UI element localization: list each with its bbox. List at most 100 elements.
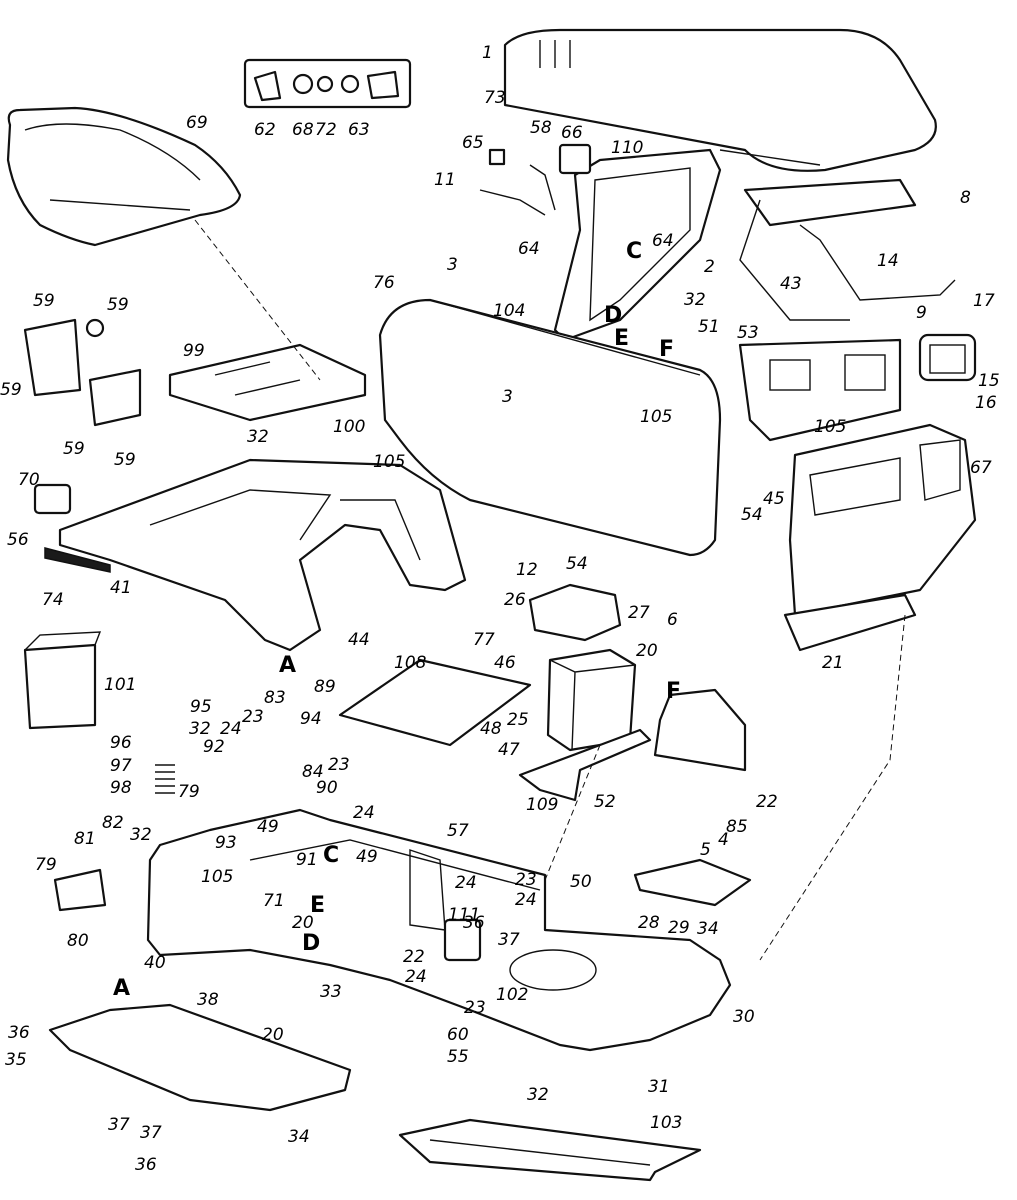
callout-4: 4 xyxy=(718,830,729,850)
callout-94: 93 xyxy=(215,833,237,853)
callout-24: 24 xyxy=(455,873,477,893)
battery-tray-part xyxy=(518,728,652,802)
callout-108: 105 xyxy=(201,867,233,887)
callout-76: 74 xyxy=(42,590,64,610)
callout-82: 81 xyxy=(74,829,96,849)
callout-64: 63 xyxy=(348,120,370,140)
callout-98: 97 xyxy=(110,756,132,776)
callout-93: 92 xyxy=(203,737,225,757)
callout-68: 67 xyxy=(970,458,992,478)
callout-84: 83 xyxy=(264,688,286,708)
callout-59: 59 xyxy=(33,291,55,311)
callout-15: 15 xyxy=(978,371,1000,391)
callout-59: 59 xyxy=(107,295,129,315)
callout-32: 32 xyxy=(130,825,152,845)
callout-105: 105 xyxy=(640,407,672,427)
callout-40: 38 xyxy=(197,990,219,1010)
callout-16: 16 xyxy=(975,393,997,413)
callout-24: 24 xyxy=(220,719,242,739)
callout-67: 66 xyxy=(561,123,583,143)
callout-109: 108 xyxy=(394,653,427,673)
floor-mat-part xyxy=(398,1118,702,1182)
callout-51: 50 xyxy=(570,872,592,892)
callout-36: 36 xyxy=(135,1155,157,1175)
callout-34: 34 xyxy=(288,1127,310,1147)
ref-letter-f: F xyxy=(666,679,681,704)
callout-44: 43 xyxy=(780,274,802,294)
callout-101: 100 xyxy=(333,417,365,437)
callout-29: 29 xyxy=(668,918,690,938)
ref-letter-a: A xyxy=(279,653,296,678)
callout-104: 103 xyxy=(650,1113,682,1133)
callout-110: 109 xyxy=(526,795,558,815)
callout-62: 60 xyxy=(447,1025,469,1045)
callout-20: 20 xyxy=(292,913,314,933)
part-callout-labels: 1 2 3 3 4 5 6 8 9 11 12 14 15 16 17 20 2… xyxy=(0,43,1000,1175)
callout-59: 58 xyxy=(530,118,552,138)
fender-deck-part xyxy=(44,458,467,652)
callout-32: 32 xyxy=(527,1085,549,1105)
callout-17: 17 xyxy=(973,291,995,311)
battery-cover-part xyxy=(528,583,622,642)
callout-59: 59 xyxy=(114,450,136,470)
callout-79: 77 xyxy=(473,630,495,650)
spring-part xyxy=(155,764,175,794)
callout-97: 96 xyxy=(110,733,132,753)
inner-panel-part xyxy=(738,338,902,442)
callout-53: 52 xyxy=(594,792,616,812)
headlight-part xyxy=(918,333,977,382)
callout-21: 21 xyxy=(822,653,844,673)
callout-37: 37 xyxy=(498,930,520,950)
callout-91: 90 xyxy=(316,778,338,798)
callout-32: 32 xyxy=(247,427,269,447)
callout-73: 72 xyxy=(315,120,337,140)
callout-63: 62 xyxy=(254,120,276,140)
seat-bracket-plate-part xyxy=(168,343,367,422)
callout-30: 30 xyxy=(733,1007,755,1027)
callout-60: 59 xyxy=(0,380,22,400)
callout-32: 32 xyxy=(189,719,211,739)
callout-36: 36 xyxy=(463,913,485,933)
callout-26: 26 xyxy=(504,590,526,610)
callout-81: 80 xyxy=(67,931,89,951)
solenoid-part xyxy=(443,918,482,962)
callout-27: 27 xyxy=(628,603,650,623)
callout-12: 12 xyxy=(516,560,538,580)
bracket-part xyxy=(653,688,747,772)
callout-58: 57 xyxy=(447,821,469,841)
callout-23: 23 xyxy=(515,870,537,890)
callout-54: 54 xyxy=(741,505,763,525)
callout-72: 71 xyxy=(263,891,285,911)
right-footrest-part xyxy=(633,858,752,907)
callout-105: 105 xyxy=(814,417,846,437)
ref-letter-f: F xyxy=(659,337,674,362)
callout-103: 102 xyxy=(496,985,528,1005)
callout-41: 40 xyxy=(144,953,166,973)
reference-letters: A A C C D D E E F F xyxy=(113,239,681,1001)
callout-22: 22 xyxy=(403,947,425,967)
callout-23: 23 xyxy=(464,998,486,1018)
callout-37: 37 xyxy=(140,1123,162,1143)
dash-cowl-part xyxy=(378,298,722,557)
callout-24: 24 xyxy=(353,803,375,823)
callout-54: 53 xyxy=(737,323,759,343)
pedal-bracket-part xyxy=(53,868,107,912)
callout-20: 20 xyxy=(636,641,658,661)
callout-71: 70 xyxy=(18,470,40,490)
callout-55: 54 xyxy=(566,554,588,574)
callout-3: 3 xyxy=(447,255,458,275)
callout-38: 37 xyxy=(108,1115,130,1135)
callout-14: 14 xyxy=(877,251,899,271)
callout-1: 1 xyxy=(482,43,493,63)
ref-letter-d: D xyxy=(604,303,622,328)
callout-59: 59 xyxy=(63,439,85,459)
callout-89: 85 xyxy=(726,817,748,837)
ref-letter-d: D xyxy=(302,931,320,956)
callout-85: 84 xyxy=(302,762,324,782)
callout-111: 110 xyxy=(611,138,643,158)
callout-95: 94 xyxy=(300,709,322,729)
ref-letter-e: E xyxy=(310,893,325,918)
callout-69: 68 xyxy=(292,120,314,140)
callout-48: 47 xyxy=(498,740,520,760)
